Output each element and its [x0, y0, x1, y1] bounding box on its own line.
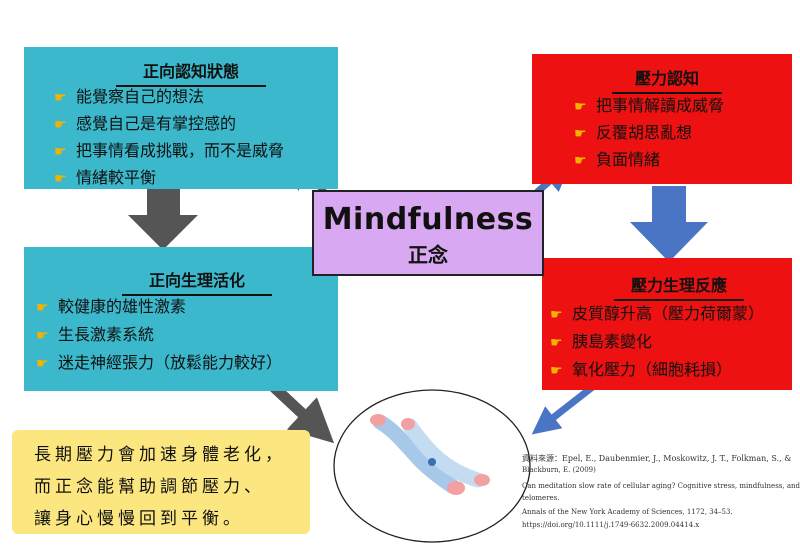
- list-item: ☛氧化壓力（細胞耗損）: [550, 360, 733, 379]
- list-item: ☛感覺自己是有掌控感的: [54, 114, 237, 133]
- citation-line: Annals of the New York Academy of Scienc…: [522, 508, 733, 516]
- list-item: ☛較健康的雄性激素: [36, 297, 187, 316]
- arrow-stress-cognition-to-physiology: [630, 186, 708, 262]
- citation-line: 資料來源：Epel, E., Daubenmier, J., Moskowitz…: [522, 454, 792, 463]
- positive-cognition-box: 正向認知狀態 ☛能覺察自己的想法 ☛感覺自己是有掌控感的 ☛把事情看成挑戰，而不…: [24, 47, 338, 189]
- list-item: ☛皮質醇升高（壓力荷爾蒙）: [550, 304, 765, 323]
- mindfulness-box: Mindfulness 正念: [312, 190, 544, 276]
- mindfulness-subtitle: 正念: [408, 243, 448, 267]
- list-item: ☛把事情看成挑戰，而不是威脅: [54, 141, 285, 160]
- list-item: ☛負面情緒: [574, 150, 661, 169]
- pointing-hand-icon: ☛: [550, 335, 563, 351]
- pointing-hand-icon: ☛: [54, 90, 67, 106]
- note-line: 讓身心慢慢回到平衡。: [34, 509, 244, 529]
- positive-cognition-title: 正向認知狀態: [116, 58, 266, 87]
- citation-line: Blackburn, E. (2009): [522, 466, 596, 474]
- pointing-hand-icon: ☛: [574, 153, 587, 169]
- list-item: ☛把事情解讀成威脅: [574, 96, 725, 115]
- chromosome-illustration: [370, 414, 490, 495]
- stress-cognition-box: 壓力認知 ☛把事情解讀成威脅 ☛反覆胡思亂想 ☛負面情緒: [532, 54, 792, 184]
- list-item: ☛迷走神經張力（放鬆能力較好）: [36, 353, 283, 372]
- pointing-hand-icon: ☛: [36, 300, 49, 316]
- list-item: ☛生長激素系統: [36, 325, 155, 344]
- citation-line: https://doi.org/10.1111/j.1749-6632.2009…: [522, 521, 700, 529]
- mindfulness-title: Mindfulness: [322, 202, 534, 237]
- list-item: ☛情緒較平衡: [54, 168, 157, 187]
- list-item: ☛反覆胡思亂想: [574, 123, 693, 142]
- pointing-hand-icon: ☛: [36, 328, 49, 344]
- stress-physiology-box: 壓力生理反應 ☛皮質醇升高（壓力荷爾蒙） ☛胰島素變化 ☛氧化壓力（細胞耗損）: [542, 258, 792, 390]
- summary-note: 長期壓力會加速身體老化， 而正念能幫助調節壓力、 讓身心慢慢回到平衡。: [12, 430, 310, 534]
- pointing-hand-icon: ☛: [54, 117, 67, 133]
- stress-cognition-title: 壓力認知: [612, 65, 722, 94]
- positive-physiology-box: 正向生理活化 ☛較健康的雄性激素 ☛生長激素系統 ☛迷走神經張力（放鬆能力較好）: [24, 247, 338, 391]
- note-line: 長期壓力會加速身體老化，: [34, 445, 286, 465]
- pointing-hand-icon: ☛: [574, 126, 587, 142]
- pointing-hand-icon: ☛: [36, 356, 49, 372]
- list-item: ☛能覺察自己的想法: [54, 87, 205, 106]
- pointing-hand-icon: ☛: [550, 363, 563, 379]
- pointing-hand-icon: ☛: [54, 171, 67, 187]
- positive-physiology-title: 正向生理活化: [122, 267, 272, 296]
- note-line: 而正念能幫助調節壓力、: [34, 477, 265, 497]
- arrow-cognition-to-physiology: [128, 188, 198, 250]
- citation-line: Can meditation slow rate of cellular agi…: [522, 482, 800, 490]
- pointing-hand-icon: ☛: [54, 144, 67, 160]
- pointing-hand-icon: ☛: [550, 307, 563, 323]
- list-item: ☛胰島素變化: [550, 332, 653, 351]
- citation-line: telomeres.: [522, 494, 560, 502]
- stress-physiology-title: 壓力生理反應: [614, 272, 744, 301]
- pointing-hand-icon: ☛: [574, 99, 587, 115]
